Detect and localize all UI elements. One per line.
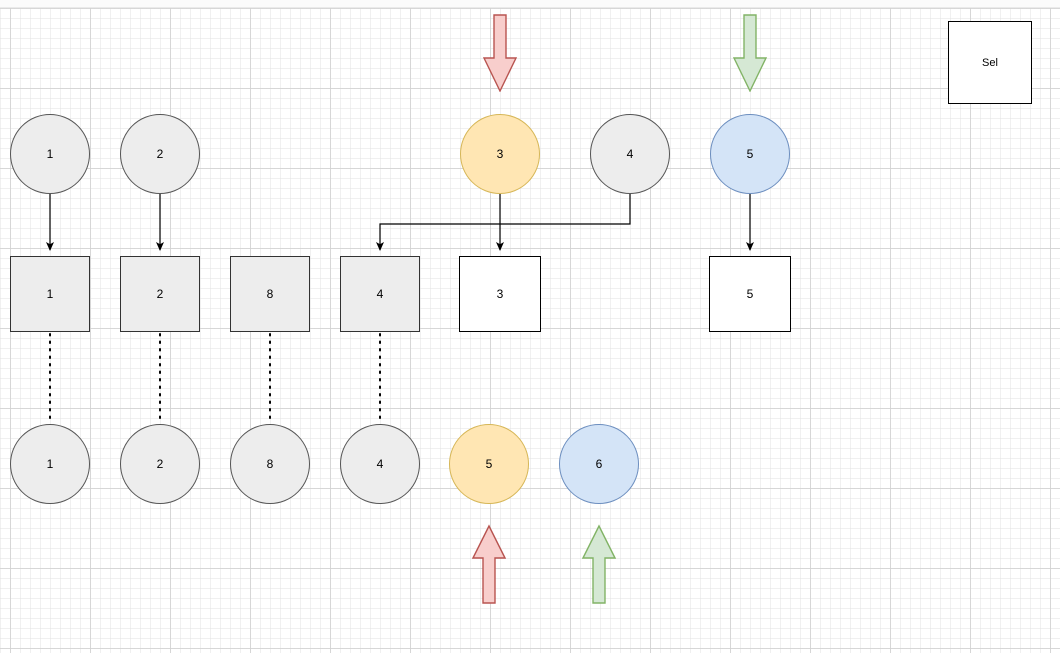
node-label: 1 — [46, 287, 54, 301]
node-label: 4 — [376, 287, 384, 301]
node-square-8[interactable]: 8 — [230, 256, 310, 332]
node-label: 3 — [496, 287, 504, 301]
node-circle-bottom-5[interactable]: 5 — [449, 424, 529, 504]
node-circle-bottom-1[interactable]: 1 — [10, 424, 90, 504]
node-label: 4 — [626, 147, 634, 161]
node-circle-bottom-2[interactable]: 2 — [120, 424, 200, 504]
node-circle-bottom-6[interactable]: 6 — [559, 424, 639, 504]
green-arrow-down-top-icon[interactable] — [733, 14, 767, 92]
node-square-3[interactable]: 3 — [459, 256, 541, 332]
green-arrow-up-bottom-icon[interactable] — [582, 524, 616, 604]
node-square-1[interactable]: 1 — [10, 256, 90, 332]
node-circle-bottom-8[interactable]: 8 — [230, 424, 310, 504]
node-sel-box[interactable]: Sel — [948, 21, 1032, 104]
node-label: 2 — [156, 457, 164, 471]
node-label: 8 — [266, 287, 274, 301]
node-square-2[interactable]: 2 — [120, 256, 200, 332]
node-label: 5 — [746, 147, 754, 161]
node-label: 2 — [156, 147, 164, 161]
node-circle-bottom-4[interactable]: 4 — [340, 424, 420, 504]
node-circle-top-1[interactable]: 1 — [10, 114, 90, 194]
node-label: 5 — [485, 457, 493, 471]
node-square-4[interactable]: 4 — [340, 256, 420, 332]
node-label: 2 — [156, 287, 164, 301]
node-label: 8 — [266, 457, 274, 471]
node-square-5[interactable]: 5 — [709, 256, 791, 332]
red-arrow-down-top-icon[interactable] — [483, 14, 517, 92]
node-label: 1 — [46, 457, 54, 471]
red-arrow-up-bottom-icon[interactable] — [472, 524, 506, 604]
node-circle-top-4[interactable]: 4 — [590, 114, 670, 194]
node-label: 1 — [46, 147, 54, 161]
node-label: 4 — [376, 457, 384, 471]
node-circle-top-2[interactable]: 2 — [120, 114, 200, 194]
node-label: 6 — [595, 457, 603, 471]
canvas-top-strip — [0, 0, 1060, 8]
node-label: 3 — [496, 147, 504, 161]
node-label: 5 — [746, 287, 754, 301]
node-circle-top-3[interactable]: 3 — [460, 114, 540, 194]
sel-box-label: Sel — [982, 56, 998, 69]
node-circle-top-5[interactable]: 5 — [710, 114, 790, 194]
